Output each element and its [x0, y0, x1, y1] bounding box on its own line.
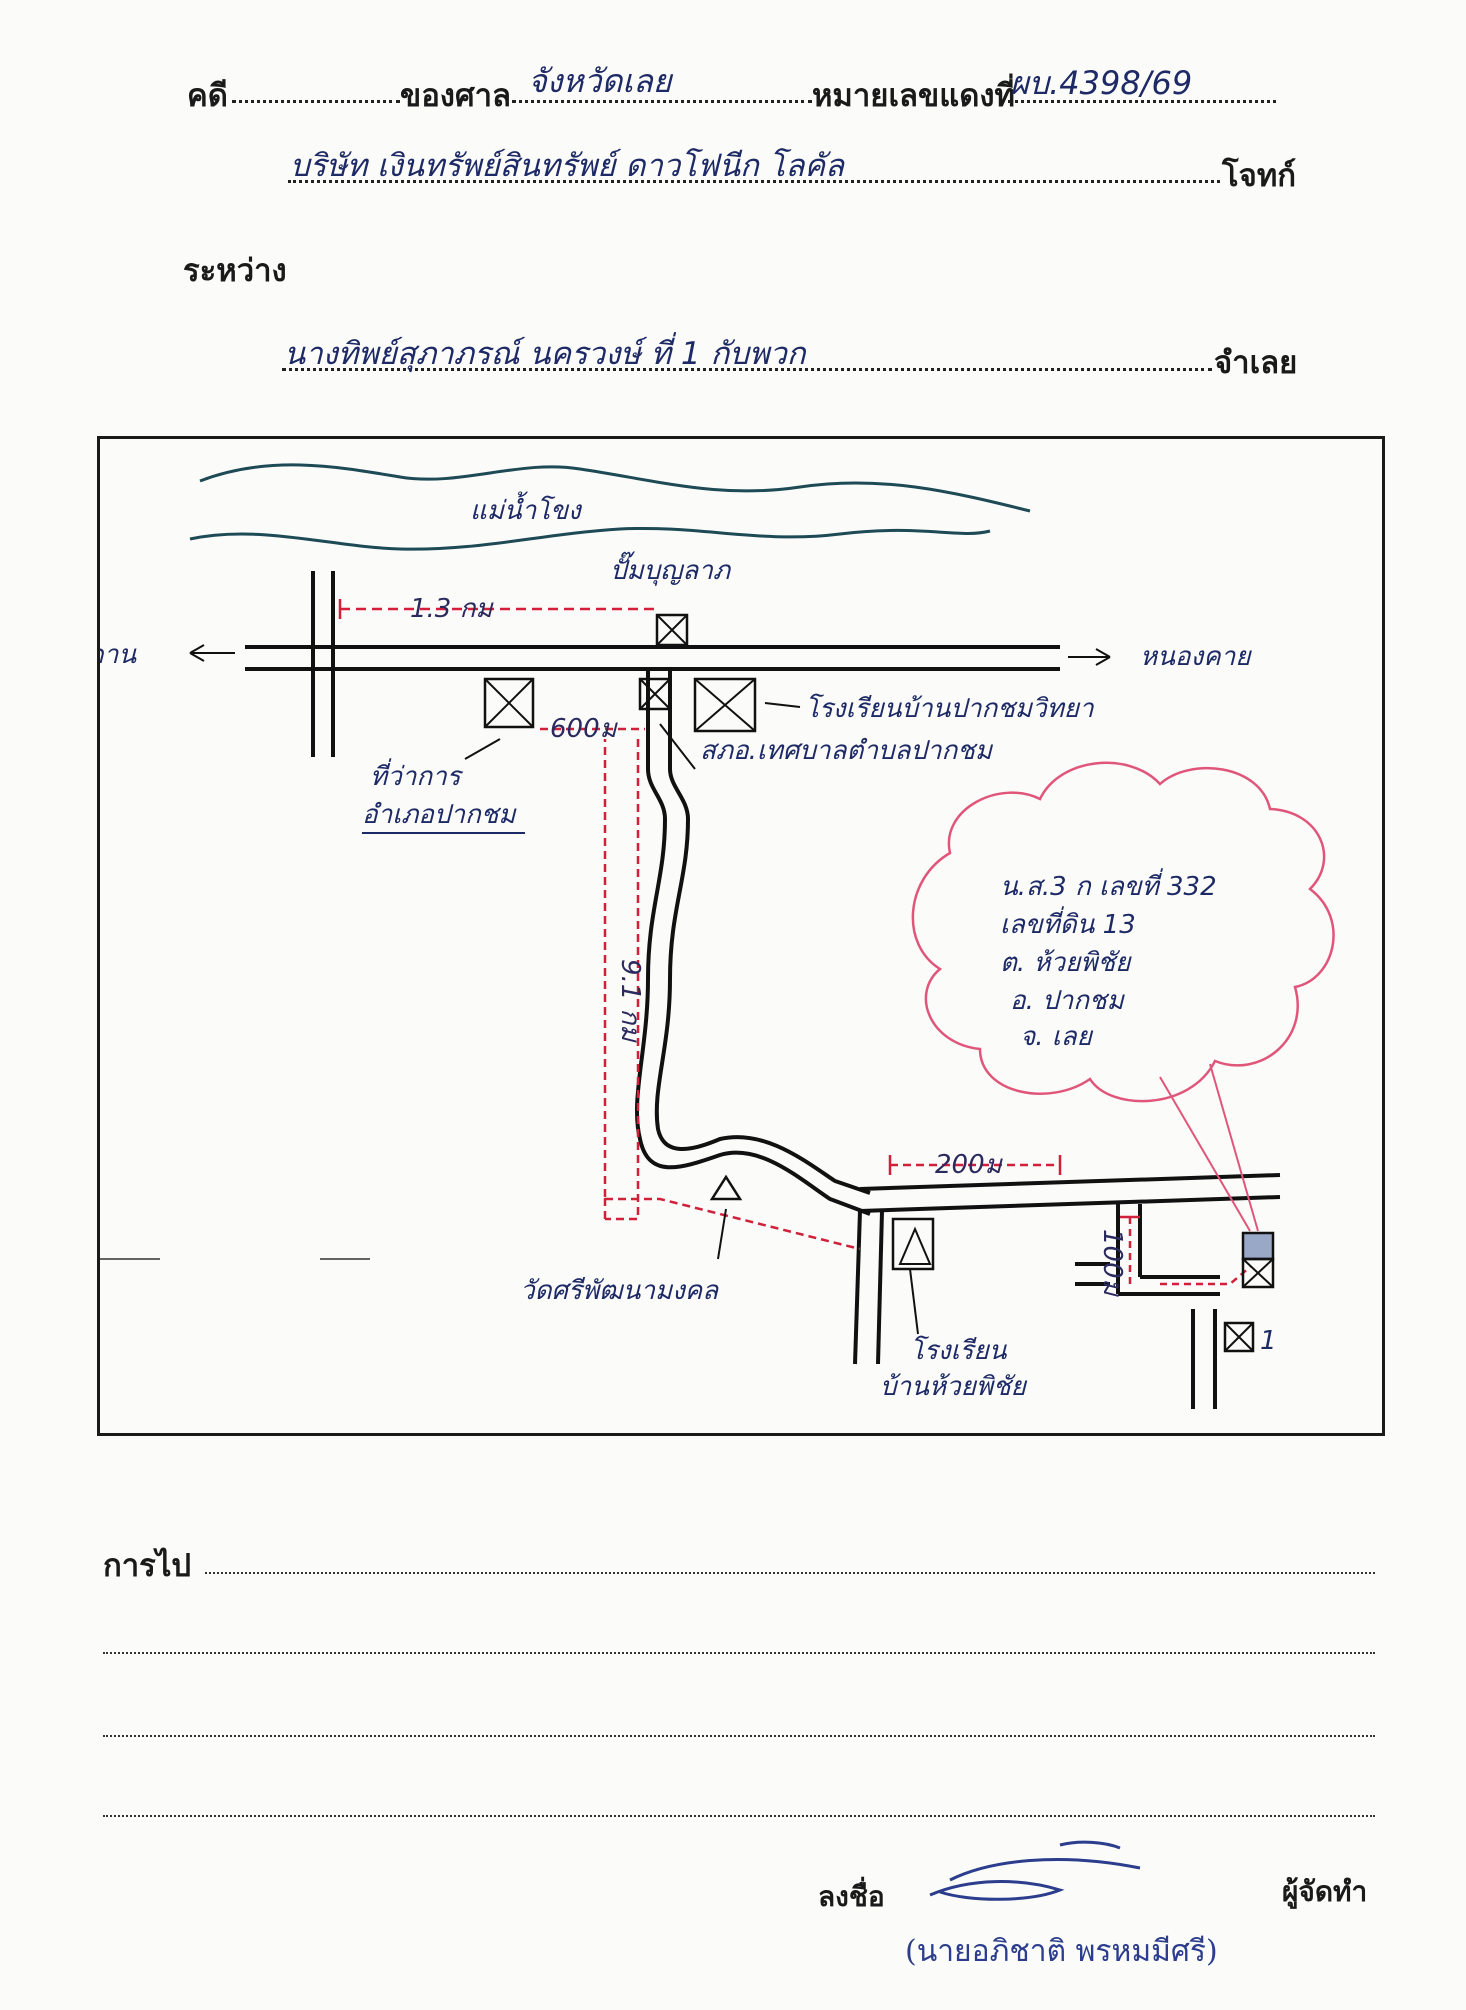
district-pointer — [464, 738, 501, 760]
right-arrow-head — [1095, 648, 1111, 666]
court-value: จังหวัดเลย — [528, 62, 672, 100]
dim-3-path-c — [605, 1197, 861, 1251]
red-number-label: หมายเลขแดงที่ — [812, 78, 1015, 114]
temple-pointer — [717, 1208, 727, 1260]
neighbor-parcel-cross — [1224, 1322, 1254, 1352]
defendant-line — [282, 368, 1212, 371]
distance-5-label: 100ม — [1097, 1229, 1127, 1298]
right-direction-label: หนองคาย — [1140, 642, 1252, 672]
district-office-box — [483, 677, 535, 729]
case-number-line — [232, 100, 400, 103]
district-office-cross — [484, 678, 534, 728]
red-number-line — [1008, 100, 1276, 103]
gas-station-box — [655, 613, 689, 647]
directions-line-3 — [103, 1735, 1375, 1737]
cloud-line4: อ. ปากชม — [1010, 986, 1126, 1016]
lower-cross-a — [853, 1210, 862, 1365]
lower-road-bottom — [859, 1195, 1281, 1213]
lower-cross-b — [876, 1210, 884, 1365]
preparer-label: ผู้จัดทำ — [1282, 1875, 1368, 1908]
case-label: คดี — [187, 78, 228, 114]
lower-road-top — [859, 1173, 1281, 1191]
red-number-value: ผบ.4398/69 — [1010, 64, 1193, 102]
gas-station-cross — [656, 614, 688, 646]
distance-1-label: 1.3 กม — [410, 594, 494, 624]
school-2-mark — [898, 1226, 932, 1265]
gas-station-label: ปั๊มบุญลาภ — [610, 551, 732, 586]
distance-4-label: 200ม — [935, 1150, 1004, 1180]
map-frame: แม่น้ำโขง อ.เชียงคาน หนองคาย ปั๊มบุญลาภ … — [97, 436, 1385, 1436]
target-parcel-box — [1241, 1257, 1275, 1289]
river-wave-bottom — [189, 526, 991, 551]
left-arrow-head — [189, 644, 205, 662]
hand-drawn-map: แม่น้ำโขง อ.เชียงคาน หนองคาย ปั๊มบุญลาภ … — [100, 463, 1335, 1409]
municipal-pointer — [659, 723, 696, 770]
cloud-line1: น.ส.3 ก เลขที่ 332 — [1000, 868, 1217, 902]
court-label: ของศาล — [400, 78, 512, 114]
temple-label: วัดศรีพัฒนามงคล — [520, 1276, 719, 1306]
municipal-office-cross — [639, 678, 671, 710]
sign-label: ลงชื่อ — [818, 1880, 885, 1913]
school-1-label: โรงเรียนบ้านปากชมวิทยา — [805, 693, 1095, 724]
school-1-box — [693, 677, 757, 733]
municipal-office-label: สภอ.เทศบาลตำบลปากชม — [700, 736, 994, 766]
neighbor-parcel-box — [1223, 1321, 1255, 1353]
cloud-pointer-a — [1159, 1076, 1251, 1232]
winding-road-b — [654, 671, 871, 1195]
defendant-value: นางทิพย์สุภาภรณ์ นครวงษ์ ที่ 1 กับพวก — [284, 336, 806, 372]
school-2-pointer — [909, 1268, 919, 1335]
dim-3-path — [603, 739, 640, 1221]
plaintiff-line — [288, 180, 1220, 183]
target-parcel-shaded — [1241, 1231, 1275, 1261]
target-parcel-cross — [1242, 1258, 1274, 1288]
plaintiff-value: บริษัท เงินทรัพย์สินทรัพย์ ดาวโฟนีก โลคั… — [290, 148, 845, 184]
school-2-line2: บ้านห้วยพิชัย — [880, 1372, 1028, 1402]
cloud-line5: จ. เลย — [1020, 1022, 1094, 1052]
directions-line-2 — [103, 1652, 1375, 1654]
school-2-box — [891, 1217, 935, 1271]
distance-2-label: 600ม — [550, 714, 619, 744]
defendant-label: จำเลย — [1214, 345, 1298, 381]
directions-label: การไป — [103, 1548, 192, 1584]
marker-1: 1 — [1260, 1326, 1277, 1356]
court-line — [512, 100, 812, 103]
plaintiff-label: โจทก์ — [1222, 158, 1297, 194]
between-label: ระหว่าง — [183, 253, 287, 289]
distance-3-label: 9.1 กม — [615, 959, 645, 1043]
left-direction-label: อ.เชียงคาน — [100, 640, 137, 670]
district-office-line2: อำเภอปากชม — [362, 800, 517, 830]
school-1-pointer — [764, 702, 801, 708]
school-1-cross — [694, 678, 756, 732]
cloud-line3: ต. ห้วยพิชัย — [1000, 948, 1132, 978]
temple-triangle — [709, 1174, 743, 1201]
river-label: แม่น้ำโขง — [470, 491, 583, 526]
directions-line-4 — [103, 1815, 1375, 1817]
district-office-line1: ที่ว่าการ — [370, 758, 464, 792]
cloud-pointer-b — [1209, 1063, 1259, 1232]
cloud-line2: เลขที่ดิน 13 — [1000, 906, 1136, 940]
signature — [929, 1840, 1141, 1901]
info-cloud — [911, 761, 1335, 1103]
school-2-line1: โรงเรียน — [910, 1335, 1008, 1366]
river-wave-top — [199, 463, 1031, 513]
directions-line-1 — [205, 1572, 1375, 1574]
preparer-name: (นายอภิชาติ พรหมมีศรี) — [905, 1934, 1218, 1969]
